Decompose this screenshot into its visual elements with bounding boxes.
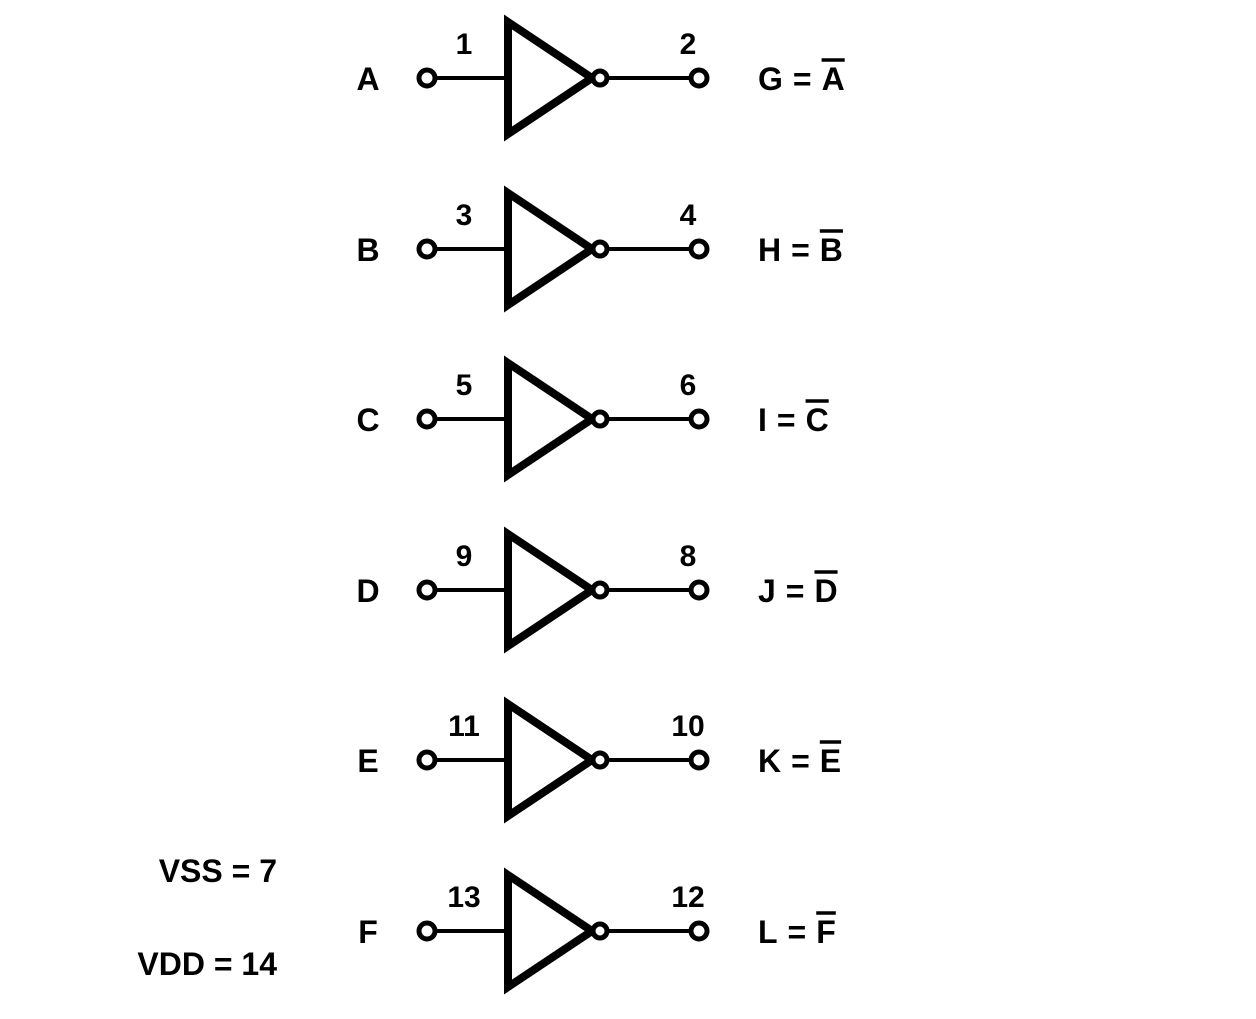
inverted-term: C <box>806 402 829 438</box>
input-pin-number: 5 <box>456 369 473 402</box>
input-terminal <box>416 408 438 430</box>
inverted-term: E <box>820 743 841 779</box>
output-name: J <box>758 573 776 609</box>
input-label: C <box>356 402 379 438</box>
inversion-bubble <box>590 750 610 770</box>
output-terminal <box>688 579 710 601</box>
equals-sign: = <box>791 743 810 779</box>
output-pin-number: 6 <box>680 369 697 402</box>
inversion-bubble <box>590 921 610 941</box>
equals-sign: = <box>788 914 807 950</box>
output-terminal <box>688 920 710 942</box>
vdd-label: VDD = 14 <box>137 946 277 982</box>
inverted-term: F <box>816 914 836 950</box>
output-terminal <box>688 238 710 260</box>
inverted-term: A <box>822 61 845 97</box>
equals-sign: = <box>793 61 812 97</box>
inverter-triangle <box>504 14 600 142</box>
output-terminal <box>688 749 710 771</box>
output-terminal <box>688 67 710 89</box>
equals-sign: = <box>777 402 796 438</box>
input-terminal <box>416 920 438 942</box>
inversion-bubble <box>590 409 610 429</box>
output-name: G <box>758 61 783 97</box>
input-terminal <box>416 238 438 260</box>
output-expression: I = C <box>758 402 829 438</box>
inverter-gate-5: E 11 10K = E <box>357 696 842 824</box>
output-expression: L =F <box>758 914 836 950</box>
equals-sign: = <box>786 573 805 609</box>
inversion-bubble <box>590 68 610 88</box>
input-pin-number: 3 <box>456 199 473 232</box>
inverter-triangle <box>504 867 600 995</box>
equals-sign: = <box>791 232 810 268</box>
input-label: B <box>356 232 379 268</box>
output-pin-number: 4 <box>680 199 697 232</box>
output-pin-number: 10 <box>671 710 704 743</box>
inverter-triangle <box>504 185 600 313</box>
inverted-term: B <box>820 232 843 268</box>
output-name: L <box>758 914 778 950</box>
inverter-triangle <box>504 355 600 483</box>
vss-label: VSS = 7 <box>159 853 277 889</box>
input-terminal <box>416 67 438 89</box>
input-label: A <box>356 61 379 97</box>
input-label: F <box>358 914 378 950</box>
input-pin-number: 13 <box>447 881 480 914</box>
inverter-gate-3: C 5 6I = C <box>356 355 829 483</box>
input-terminal <box>416 579 438 601</box>
inversion-bubble <box>590 580 610 600</box>
input-label: E <box>357 743 378 779</box>
inverter-gate-2: B 3 4H = B <box>356 185 843 313</box>
input-label: D <box>356 573 379 609</box>
inverter-triangle <box>504 526 600 654</box>
output-expression: J =D <box>758 573 838 609</box>
inverter-gate-1: A 1 2G = A <box>356 14 845 142</box>
output-expression: H = B <box>758 232 843 268</box>
inverter-triangle <box>504 696 600 824</box>
input-terminal <box>416 749 438 771</box>
output-expression: G = A <box>758 61 845 97</box>
input-pin-number: 1 <box>456 28 473 61</box>
output-pin-number: 12 <box>671 881 704 914</box>
output-name: H <box>758 232 781 268</box>
output-pin-number: 2 <box>680 28 697 61</box>
output-expression: K = E <box>758 743 841 779</box>
output-name: K <box>758 743 781 779</box>
inversion-bubble <box>590 239 610 259</box>
inverted-term: D <box>814 573 837 609</box>
output-terminal <box>688 408 710 430</box>
output-name: I <box>758 402 767 438</box>
input-pin-number: 11 <box>448 710 480 743</box>
output-pin-number: 8 <box>680 540 697 573</box>
input-pin-number: 9 <box>456 540 473 573</box>
